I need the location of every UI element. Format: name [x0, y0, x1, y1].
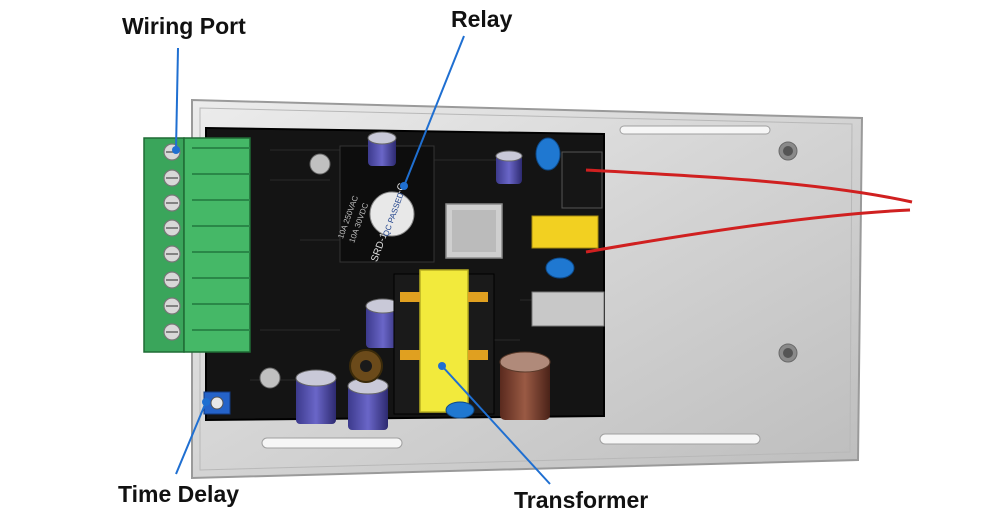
transformer-callout-line: [441, 365, 551, 485]
relay-label: Relay: [451, 6, 513, 32]
red-wires: [585, 168, 913, 254]
filter-components: [445, 137, 605, 419]
relay-callout-line: [403, 35, 465, 187]
callout-dots: [172, 146, 446, 406]
time-delay-label: Time Delay: [118, 481, 240, 507]
transformer-label: Transformer: [514, 487, 649, 513]
relay-component: 10A 250VAC 10A 30VDC SRD-12VDC-SL-C QC P…: [336, 145, 435, 263]
toroid-inductor: [349, 349, 383, 383]
capacitors: [295, 131, 551, 430]
callout-lines: [175, 35, 551, 485]
wiring-port-label: Wiring Port: [122, 13, 246, 39]
transformer-component: [393, 269, 495, 415]
wiring-terminal-block: [143, 137, 251, 353]
heatsink-block: [445, 203, 503, 259]
wiring-port-callout-line: [175, 47, 179, 151]
time-delay-callout-line: [175, 401, 207, 475]
pcb-screws: [259, 153, 331, 389]
